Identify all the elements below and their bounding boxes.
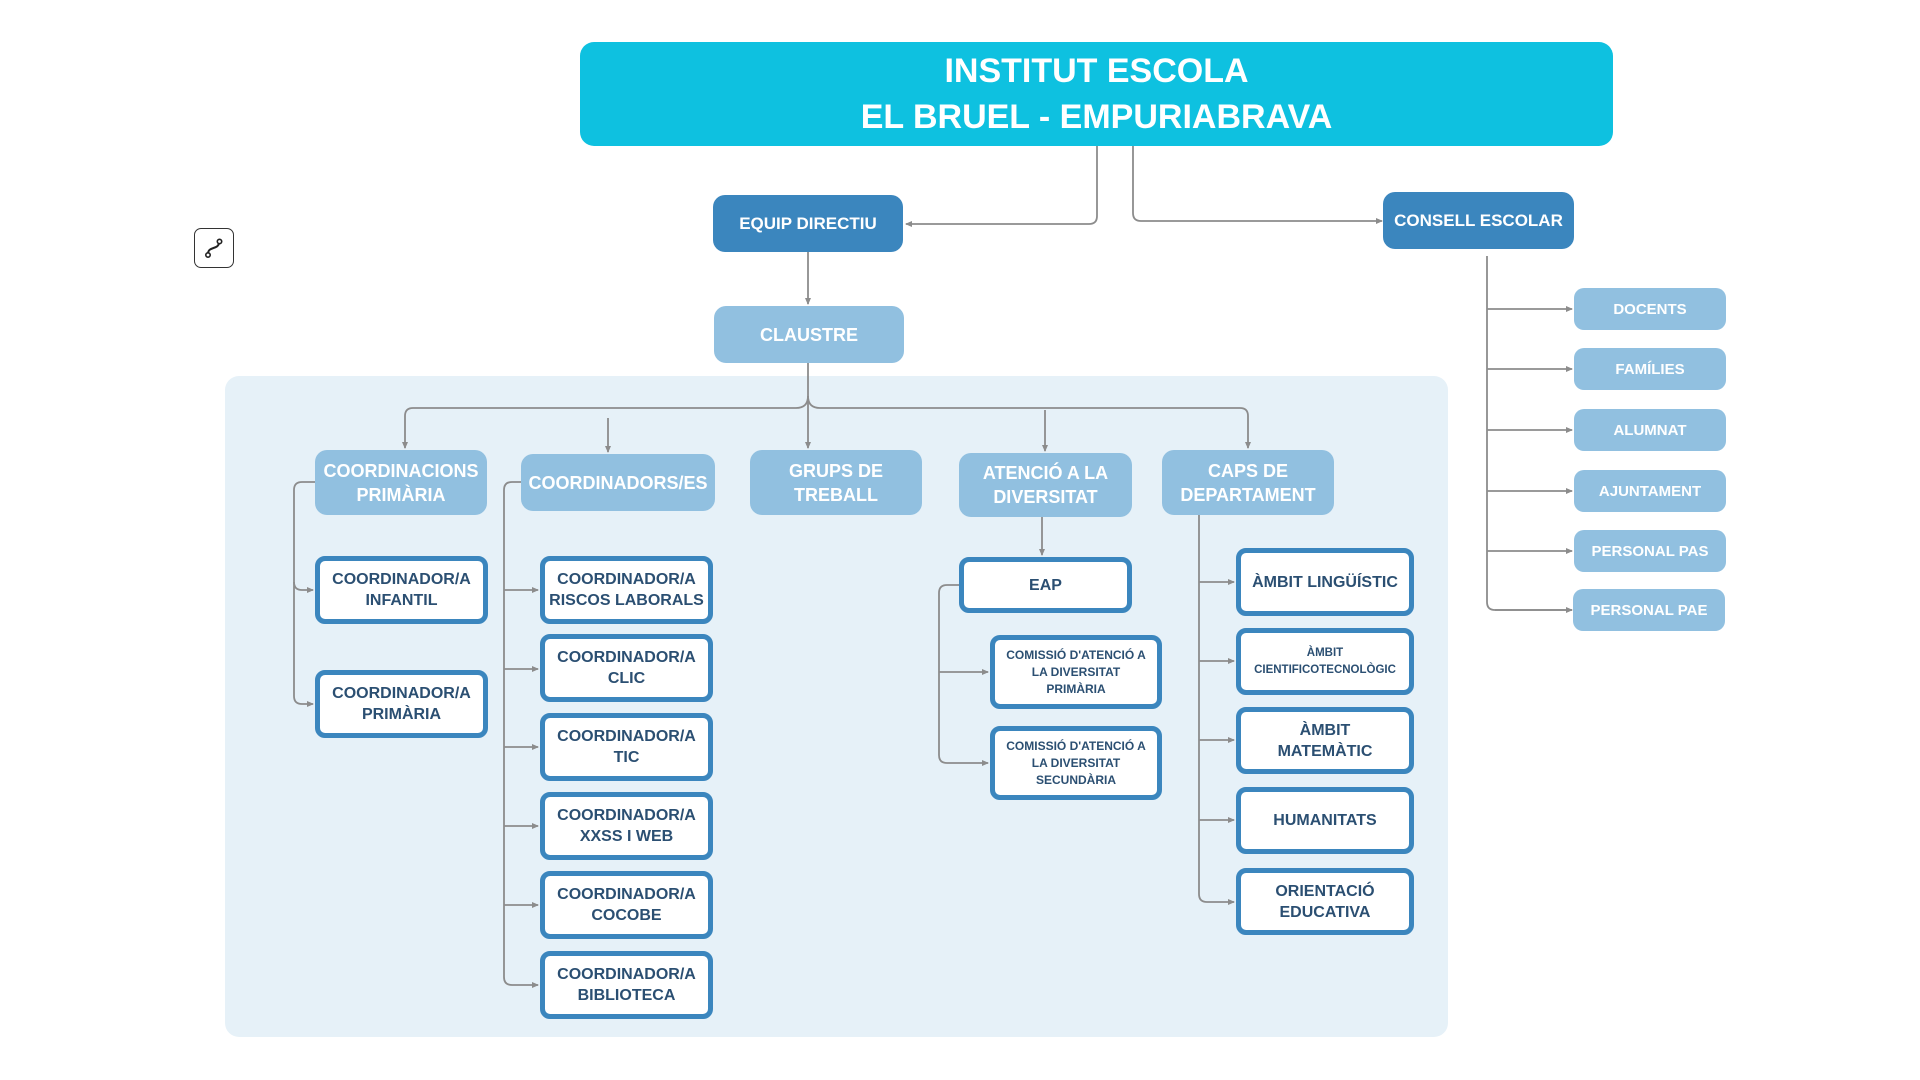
node-humanitats[interactable]: HUMANITATS — [1236, 787, 1414, 854]
node-ambit-cientificotecnologic[interactable]: ÀMBIT CIENTIFICOTECNOLÒGIC — [1236, 628, 1414, 695]
node-coordinador-primaria[interactable]: COORDINADOR/A PRIMÀRIA — [315, 670, 488, 738]
node-label: ATENCIÓ A LA — [982, 463, 1109, 483]
node-coordinador-clic[interactable]: COORDINADOR/A CLIC — [540, 634, 713, 702]
node-atencio-diversitat[interactable]: ATENCIÓ A LA DIVERSITAT — [959, 453, 1132, 517]
node-label: LA DIVERSITAT — [1031, 755, 1121, 770]
node-ambit-linguistic[interactable]: ÀMBIT LINGÜÍSTIC — [1236, 548, 1414, 616]
node-label: CIENTIFICOTECNOLÒGIC — [1254, 663, 1396, 676]
node-label: XXSS I WEB — [579, 828, 674, 845]
connector-curve-icon — [204, 238, 223, 258]
node-ambit-matematic[interactable]: ÀMBIT MATEMÀTIC — [1236, 707, 1414, 774]
node-label: CONSELL ESCOLAR — [1394, 210, 1563, 230]
node-label: COORDINADOR/A — [557, 966, 696, 983]
connector-title-equip — [905, 146, 1098, 227]
node-label: LA DIVERSITAT — [1031, 664, 1121, 679]
node-personal-pae[interactable]: PERSONAL PAE — [1573, 589, 1725, 631]
node-label: EQUIP DIRECTIU — [739, 213, 877, 233]
node-label: DOCENTS — [1613, 300, 1687, 318]
node-label: CLIC — [607, 670, 646, 687]
node-label: HUMANITATS — [1273, 812, 1377, 829]
node-label: PRIMÀRIA — [356, 484, 446, 505]
title-line-1: INSTITUT ESCOLA — [944, 52, 1249, 90]
node-orientacio-educativa[interactable]: ORIENTACIÓ EDUCATIVA — [1236, 868, 1414, 935]
node-comissio-secundaria[interactable]: COMISSIÓ D'ATENCIÓ A LA DIVERSITAT SECUNDÀ… — [990, 726, 1162, 800]
node-label: COMISSIÓ D'ATENCIÓ A — [1006, 738, 1146, 753]
node-label: COORDINACIONS — [323, 460, 479, 481]
node-comissio-primaria[interactable]: COMISSIÓ D'ATENCIÓ A LA DIVERSITAT PRIMÀRI… — [990, 635, 1162, 709]
node-label: COORDINADOR/A — [557, 886, 696, 903]
node-label: FAMÍLIES — [1615, 360, 1685, 378]
node-coordinador-cocobe[interactable]: COORDINADOR/A COCOBE — [540, 871, 713, 939]
node-label: INFANTIL — [365, 592, 438, 609]
node-label: BIBLIOTECA — [577, 987, 676, 1004]
connector-title-consell — [1132, 146, 1383, 224]
node-caps-departament[interactable]: CAPS DE DEPARTAMENT — [1162, 450, 1334, 515]
node-label: COORDINADOR/A — [557, 807, 696, 824]
node-label: COORDINADOR/A — [332, 685, 471, 702]
node-label: COCOBE — [591, 907, 662, 924]
node-coordinador-riscos-laborals[interactable]: COORDINADOR/A RISCOS LABORALS — [540, 556, 713, 624]
node-label: ÀMBIT — [1306, 646, 1344, 659]
node-personal-pas[interactable]: PERSONAL PAS — [1574, 530, 1726, 572]
node-label: ORIENTACIÓ — [1275, 882, 1375, 900]
node-label: PRIMÀRIA — [361, 706, 442, 723]
node-label: DEPARTAMENT — [1180, 484, 1316, 505]
node-label: SECUNDÀRIA — [1035, 772, 1116, 787]
node-label: TIC — [613, 749, 640, 766]
node-equip-directiu[interactable]: EQUIP DIRECTIU — [713, 195, 903, 252]
node-label: PERSONAL PAS — [1591, 542, 1709, 560]
node-label: RISCOS LABORALS — [549, 592, 704, 609]
title-line-2: EL BRUEL - EMPURIABRAVA — [860, 98, 1333, 136]
node-label: TREBALL — [794, 484, 878, 505]
node-label: AJUNTAMENT — [1598, 482, 1702, 500]
node-label: GRUPS DE — [788, 460, 884, 481]
node-label: EAP — [1029, 576, 1062, 594]
node-label: COORDINADOR/A — [557, 728, 696, 745]
node-docents[interactable]: DOCENTS — [1574, 288, 1726, 330]
node-consell-escolar[interactable]: CONSELL ESCOLAR — [1383, 192, 1574, 249]
node-families[interactable]: FAMÍLIES — [1574, 348, 1726, 390]
node-coordinadors[interactable]: COORDINADORS/ES — [521, 454, 715, 511]
node-label: COMISSIÓ D'ATENCIÓ A — [1006, 647, 1146, 662]
node-label: MATEMÀTIC — [1277, 742, 1373, 760]
node-eap[interactable]: EAP — [959, 557, 1132, 613]
node-label: COORDINADOR/A — [557, 571, 696, 588]
node-coordinador-biblioteca[interactable]: COORDINADOR/A BIBLIOTECA — [540, 951, 713, 1019]
connector-tool-button[interactable] — [194, 228, 234, 268]
node-label: ÀMBIT — [1299, 721, 1351, 739]
node-label: COORDINADORS/ES — [528, 472, 708, 493]
node-claustre[interactable]: CLAUSTRE — [714, 306, 904, 363]
node-label: ALUMNAT — [1613, 421, 1687, 439]
node-label: PERSONAL PAE — [1590, 601, 1708, 619]
node-alumnat[interactable]: ALUMNAT — [1574, 409, 1726, 451]
node-ajuntament[interactable]: AJUNTAMENT — [1574, 470, 1726, 512]
node-label: COORDINADOR/A — [332, 571, 471, 588]
connector-consell-members — [1486, 256, 1572, 611]
node-label: CLAUSTRE — [760, 324, 858, 345]
node-coordinador-xxss-web[interactable]: COORDINADOR/A XXSS I WEB — [540, 792, 713, 860]
node-label: CAPS DE — [1207, 460, 1288, 481]
node-coordinacions-primaria[interactable]: COORDINACIONS PRIMÀRIA — [315, 450, 487, 515]
node-label: COORDINADOR/A — [557, 649, 696, 666]
node-grups-de-treball[interactable]: GRUPS DE TREBALL — [750, 450, 922, 515]
node-label: DIVERSITAT — [993, 487, 1098, 507]
node-coordinador-infantil[interactable]: COORDINADOR/A INFANTIL — [315, 556, 488, 624]
node-label: ÀMBIT LINGÜÍSTIC — [1252, 573, 1398, 591]
node-label: PRIMÀRIA — [1046, 681, 1106, 696]
org-chart-title[interactable]: INSTITUT ESCOLA EL BRUEL - EMPURIABRAVA — [580, 42, 1613, 146]
node-coordinador-tic[interactable]: COORDINADOR/A TIC — [540, 713, 713, 781]
node-label: EDUCATIVA — [1279, 903, 1371, 921]
